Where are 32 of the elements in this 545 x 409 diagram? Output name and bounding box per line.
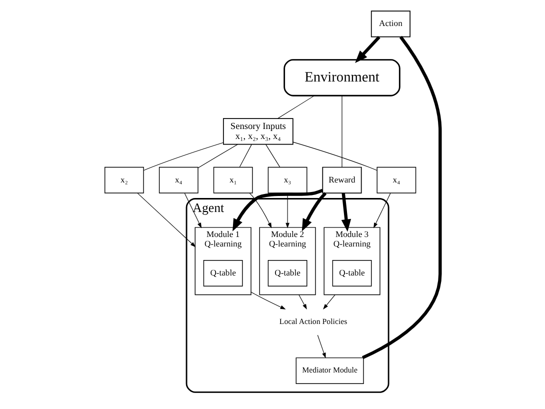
node-box: Q-table [203,260,243,287]
arrow [341,193,352,232]
node-box: x₄ [376,166,416,194]
arrow [286,192,290,228]
arrow [302,192,327,232]
node-box: Q-table [268,260,308,287]
arrow [250,292,286,310]
arrow [317,334,326,358]
node-text: Local Action Policies [279,316,348,326]
node-box: Action [370,10,410,38]
node-box: Q-table [332,260,372,287]
node-box: Reward [322,166,362,194]
arrow [298,294,307,310]
arrow [355,36,380,63]
node-box: Sensory Inputs x₁, x₂, x₃, x₄ [223,118,294,145]
node-box: Environment [284,59,400,96]
node-box: Mediator Module [296,357,364,384]
connector [278,95,315,119]
node-box: x₁ [213,166,253,194]
node-box: x₄ [158,166,198,194]
connector [198,144,238,168]
connector [292,142,378,171]
arrow [232,188,324,232]
connector [266,144,280,168]
arrow [249,192,272,228]
node-box: x₂ [104,166,144,194]
node-box: x₃ [268,166,308,194]
connector [362,36,442,360]
connector [143,142,224,171]
connector [239,144,252,168]
arrow [323,294,336,310]
arrow [137,192,196,248]
